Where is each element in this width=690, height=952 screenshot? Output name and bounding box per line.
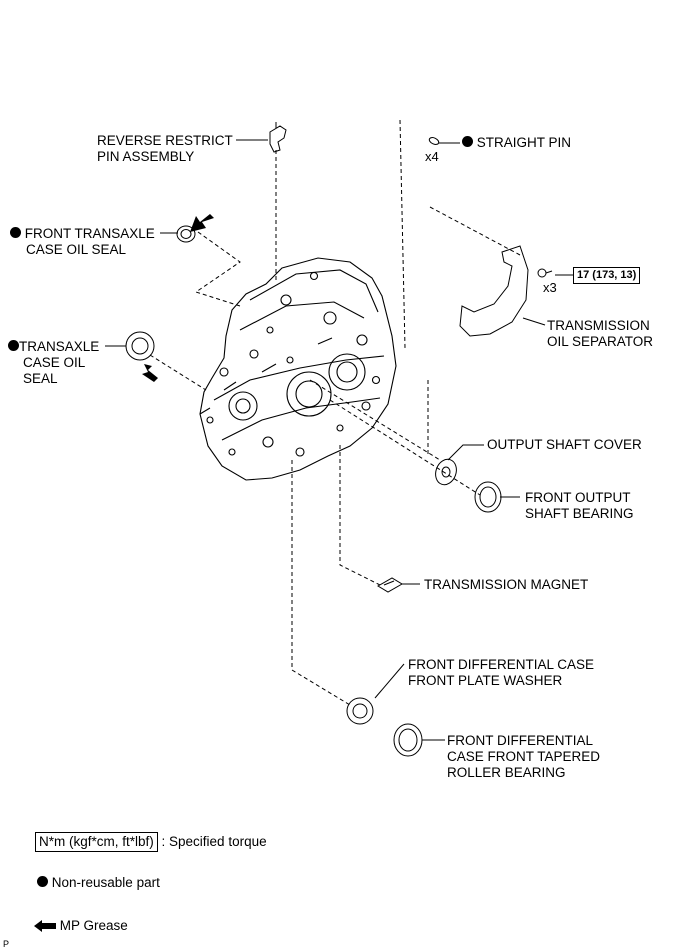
label-output-shaft-cover: OUTPUT SHAFT COVER <box>487 437 642 452</box>
label-tapered-roller-bearing: FRONT DIFFERENTIAL CASE FRONT TAPERED RO… <box>447 733 601 780</box>
straight-pin-part <box>428 137 440 145</box>
label-front-plate-washer: FRONT DIFFERENTIAL CASE FRONT PLATE WASH… <box>408 657 595 688</box>
non-reusable-legend-text: Non-reusable part <box>51 875 160 890</box>
bolt-qty: x3 <box>543 280 557 295</box>
grease-legend-text: MP Grease <box>59 918 128 933</box>
label-front-output-shaft-bearing: FRONT OUTPUT SHAFT BEARING <box>525 490 634 521</box>
grease-arrow-icon <box>190 214 214 232</box>
non-reusable-icon <box>37 876 48 887</box>
alignment-lines <box>149 119 521 706</box>
oil-separator-part <box>459 245 553 337</box>
torque-unit-box: N*m (kgf*cm, ft*lbf) <box>35 832 158 852</box>
output-shaft-cover-part <box>435 458 457 486</box>
front-oil-seal-part <box>176 225 196 243</box>
legend-grease: MP Grease <box>34 917 128 935</box>
case-oil-seal-part <box>125 331 155 361</box>
straight-pin-qty: x4 <box>425 149 439 164</box>
output-bearing-part <box>474 481 502 513</box>
label-straight-pin: STRAIGHT PIN <box>462 135 571 151</box>
label-reverse-restrict-pin: REVERSE RESTRICT PIN ASSEMBLY <box>97 133 233 164</box>
label-transaxle-case-oil-seal: TRANSAXLE CASE OIL SEAL <box>8 339 99 387</box>
transaxle-case <box>199 257 397 481</box>
legend-torque: N*m (kgf*cm, ft*lbf) : Specified torque <box>35 832 267 852</box>
non-reusable-icon <box>10 227 21 238</box>
torque-box: 17 (173, 13) <box>573 267 641 284</box>
reverse-restrict-pin <box>269 122 287 153</box>
black-arrow-icon <box>34 920 56 933</box>
leader-lines <box>105 139 573 741</box>
grease-arrow-icon <box>142 364 158 382</box>
label-front-transaxle-oil-seal: FRONT TRANSAXLE CASE OIL SEAL <box>10 226 155 258</box>
label-transmission-oil-separator: TRANSMISSION OIL SEPARATOR <box>547 318 654 349</box>
legend-non-reusable: Non-reusable part <box>37 874 160 892</box>
footer-mark: P <box>3 939 10 949</box>
magnet-part <box>377 577 403 593</box>
torque-legend-text: : Specified torque <box>161 834 267 849</box>
plate-washer-part <box>346 697 374 725</box>
label-transmission-magnet: TRANSMISSION MAGNET <box>424 577 589 592</box>
non-reusable-icon <box>8 340 19 351</box>
tapered-bearing-part <box>393 723 423 757</box>
non-reusable-icon <box>462 136 473 147</box>
